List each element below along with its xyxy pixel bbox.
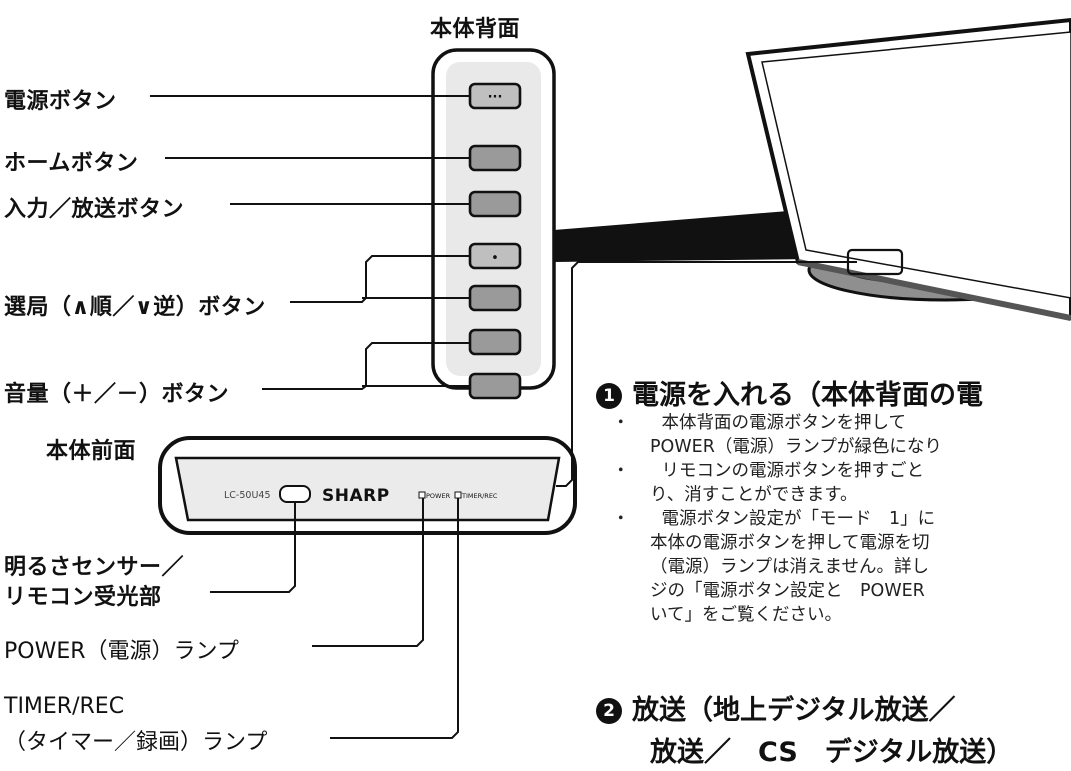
front-sensor-window [279,485,311,503]
bullet3-line1: 電源ボタン設定が「モード 1」に [644,509,936,529]
label-timer-line1: TIMER/REC [4,694,125,719]
front-model-text: LC-50U45 [224,490,270,501]
rear-channel-down-button [468,284,522,312]
bullet3-line2: 本体の電源ボタンを押して電源を切 [650,533,930,553]
section2-heading-text: 放送（地上デジタル放送／ [632,695,956,726]
label-sensor-line2: リモコン受光部 [4,585,162,610]
rear-volume-up-button [468,328,522,356]
section2-number-badge: 2 [596,698,622,724]
section1-heading: 1 電源を入れる（本体背面の電 [596,373,983,412]
label-sensor-line1: 明るさセンサー／ [4,555,185,580]
channel-up-glyph: • [491,251,499,266]
label-power-button: 電源ボタン [4,89,117,114]
label-home-button: ホームボタン [4,151,139,176]
front-power-lamp-text: POWER [426,492,451,500]
tv-screen [761,31,1071,299]
label-timer-line2: （タイマー／録画）ランプ [4,730,268,755]
bullet3-line3: （電源）ランプは消えません。詳し [650,557,929,577]
label-channel-button: 選局（∧順／∨逆）ボタン [4,295,266,320]
section1-number-badge: 1 [596,383,622,409]
bullet2-line2: り、消すことができます。 [650,485,858,505]
bullet3-line5: いて」をご覧ください。 [650,605,842,625]
label-rear: 本体背面 [430,17,521,42]
label-volume-button: 音量（＋／－）ボタン [4,382,230,407]
label-front: 本体前面 [46,439,137,464]
bullet3-marker: ・ [612,509,630,529]
front-brand-logo: SHARP [322,486,390,506]
rear-volume-down-button [468,372,522,400]
bullet2-line1: リモコンの電源ボタンを押すごと [644,461,924,481]
front-timer-lamp-text: TIMER/REC [461,492,498,500]
section2-heading-line2: 放送／ CS デジタル放送） [650,737,1014,768]
power-button-glyph: ··· [488,90,503,105]
section2-heading-line1: 2 放送（地上デジタル放送／ [596,688,955,727]
bullet1-line2: POWER（電源）ランプが緑色になり [650,437,942,457]
front-panel-body [174,456,561,522]
bullet3-line4: ジの「電源ボタン設定と POWER [650,581,925,601]
rear-input-button [468,190,522,218]
bullet1-line1: 本体背面の電源ボタンを押して [644,413,906,433]
label-power-lamp: POWER（電源）ランプ [4,639,239,664]
bullet2-marker: ・ [612,461,630,481]
bullet1-marker: ・ [612,413,630,433]
rear-home-button [468,144,522,172]
leader-lines [150,95,857,739]
label-input-button: 入力／放送ボタン [4,197,185,222]
section1-heading-text: 電源を入れる（本体背面の電 [632,380,983,411]
